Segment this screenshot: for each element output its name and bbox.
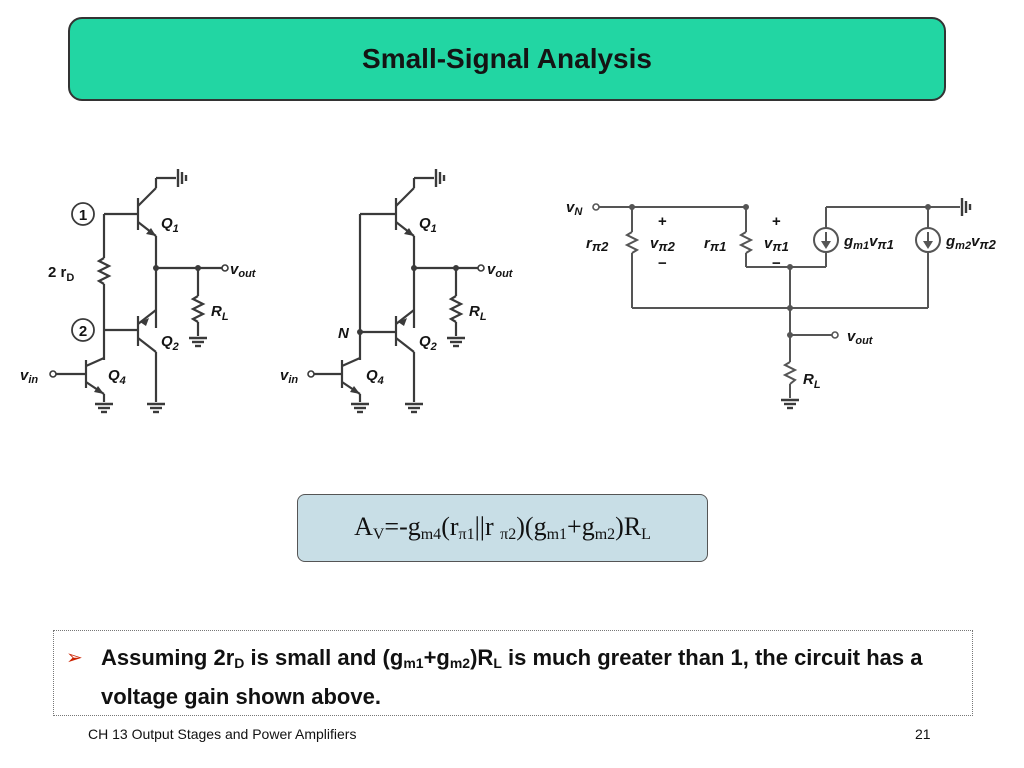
rl-label-3: RL — [803, 371, 821, 391]
vpi2-label: vπ2 — [650, 235, 676, 254]
circuit-2: N vout RL vin Q1 Q2 Q4 — [280, 167, 514, 414]
note-box: ➢ Assuming 2rD is small and (gm1+gm2)RL … — [53, 630, 973, 716]
q4-label-2: Q4 — [366, 367, 384, 387]
plus-sign-2: + — [772, 213, 781, 230]
node-2-marker — [71, 318, 95, 342]
gm1-label: gm1vπ1 — [843, 233, 894, 252]
q1-label-1: Q1 — [161, 215, 179, 235]
node-n-label: N — [338, 325, 350, 342]
q2-label-1: Q2 — [161, 333, 179, 353]
rl-label-1: RL — [211, 303, 229, 323]
vout-label-3: vout — [847, 328, 874, 347]
circuit-1: 1 2 rD 2 vout RL — [20, 167, 257, 414]
rpi2-label: rπ2 — [586, 235, 609, 254]
page-number: 21 — [915, 726, 931, 742]
rd-label: 2 rD — [48, 264, 74, 284]
rl-label-2: RL — [469, 303, 487, 323]
vout-label-2: vout — [487, 261, 514, 280]
vin-label-1: vin — [20, 367, 38, 386]
minus-sign-1: − — [658, 255, 667, 272]
q4-label-1: Q4 — [108, 367, 126, 387]
gain-formula-box: AV=-gm4(rπ1||r π2)(gm1+gm2)RL — [297, 494, 708, 562]
bullet-arrow-icon: ➢ — [66, 645, 83, 669]
gain-formula: AV=-gm4(rπ1||r π2)(gm1+gm2)RL — [354, 512, 651, 543]
gm2-label: gm2vπ2 — [945, 233, 997, 252]
node-2-label: 2 — [79, 323, 87, 340]
title-box: Small-Signal Analysis — [68, 17, 946, 101]
minus-sign-2: − — [772, 255, 781, 272]
vout-label-1: vout — [230, 261, 257, 280]
note-text: Assuming 2rD is small and (gm1+gm2)RL is… — [101, 645, 923, 709]
footer-chapter: CH 13 Output Stages and Power Amplifiers — [88, 726, 357, 742]
node-1-label: 1 — [79, 207, 87, 224]
circuit-diagrams: 1 2 rD 2 vout RL — [20, 167, 997, 414]
rpi1-label: rπ1 — [704, 235, 726, 254]
vin-label-2: vin — [280, 367, 298, 386]
plus-sign-1: + — [658, 213, 667, 230]
q2-label-2: Q2 — [419, 333, 437, 353]
circuit-3: vN rπ2 + vπ2 − rπ1 + vπ1 − gm1vπ1 — [566, 196, 997, 410]
slide-title: Small-Signal Analysis — [362, 43, 652, 74]
vn-label: vN — [566, 199, 583, 218]
node-1-marker — [71, 202, 95, 226]
vpi1-label: vπ1 — [764, 235, 789, 254]
q1-label-2: Q1 — [419, 215, 437, 235]
